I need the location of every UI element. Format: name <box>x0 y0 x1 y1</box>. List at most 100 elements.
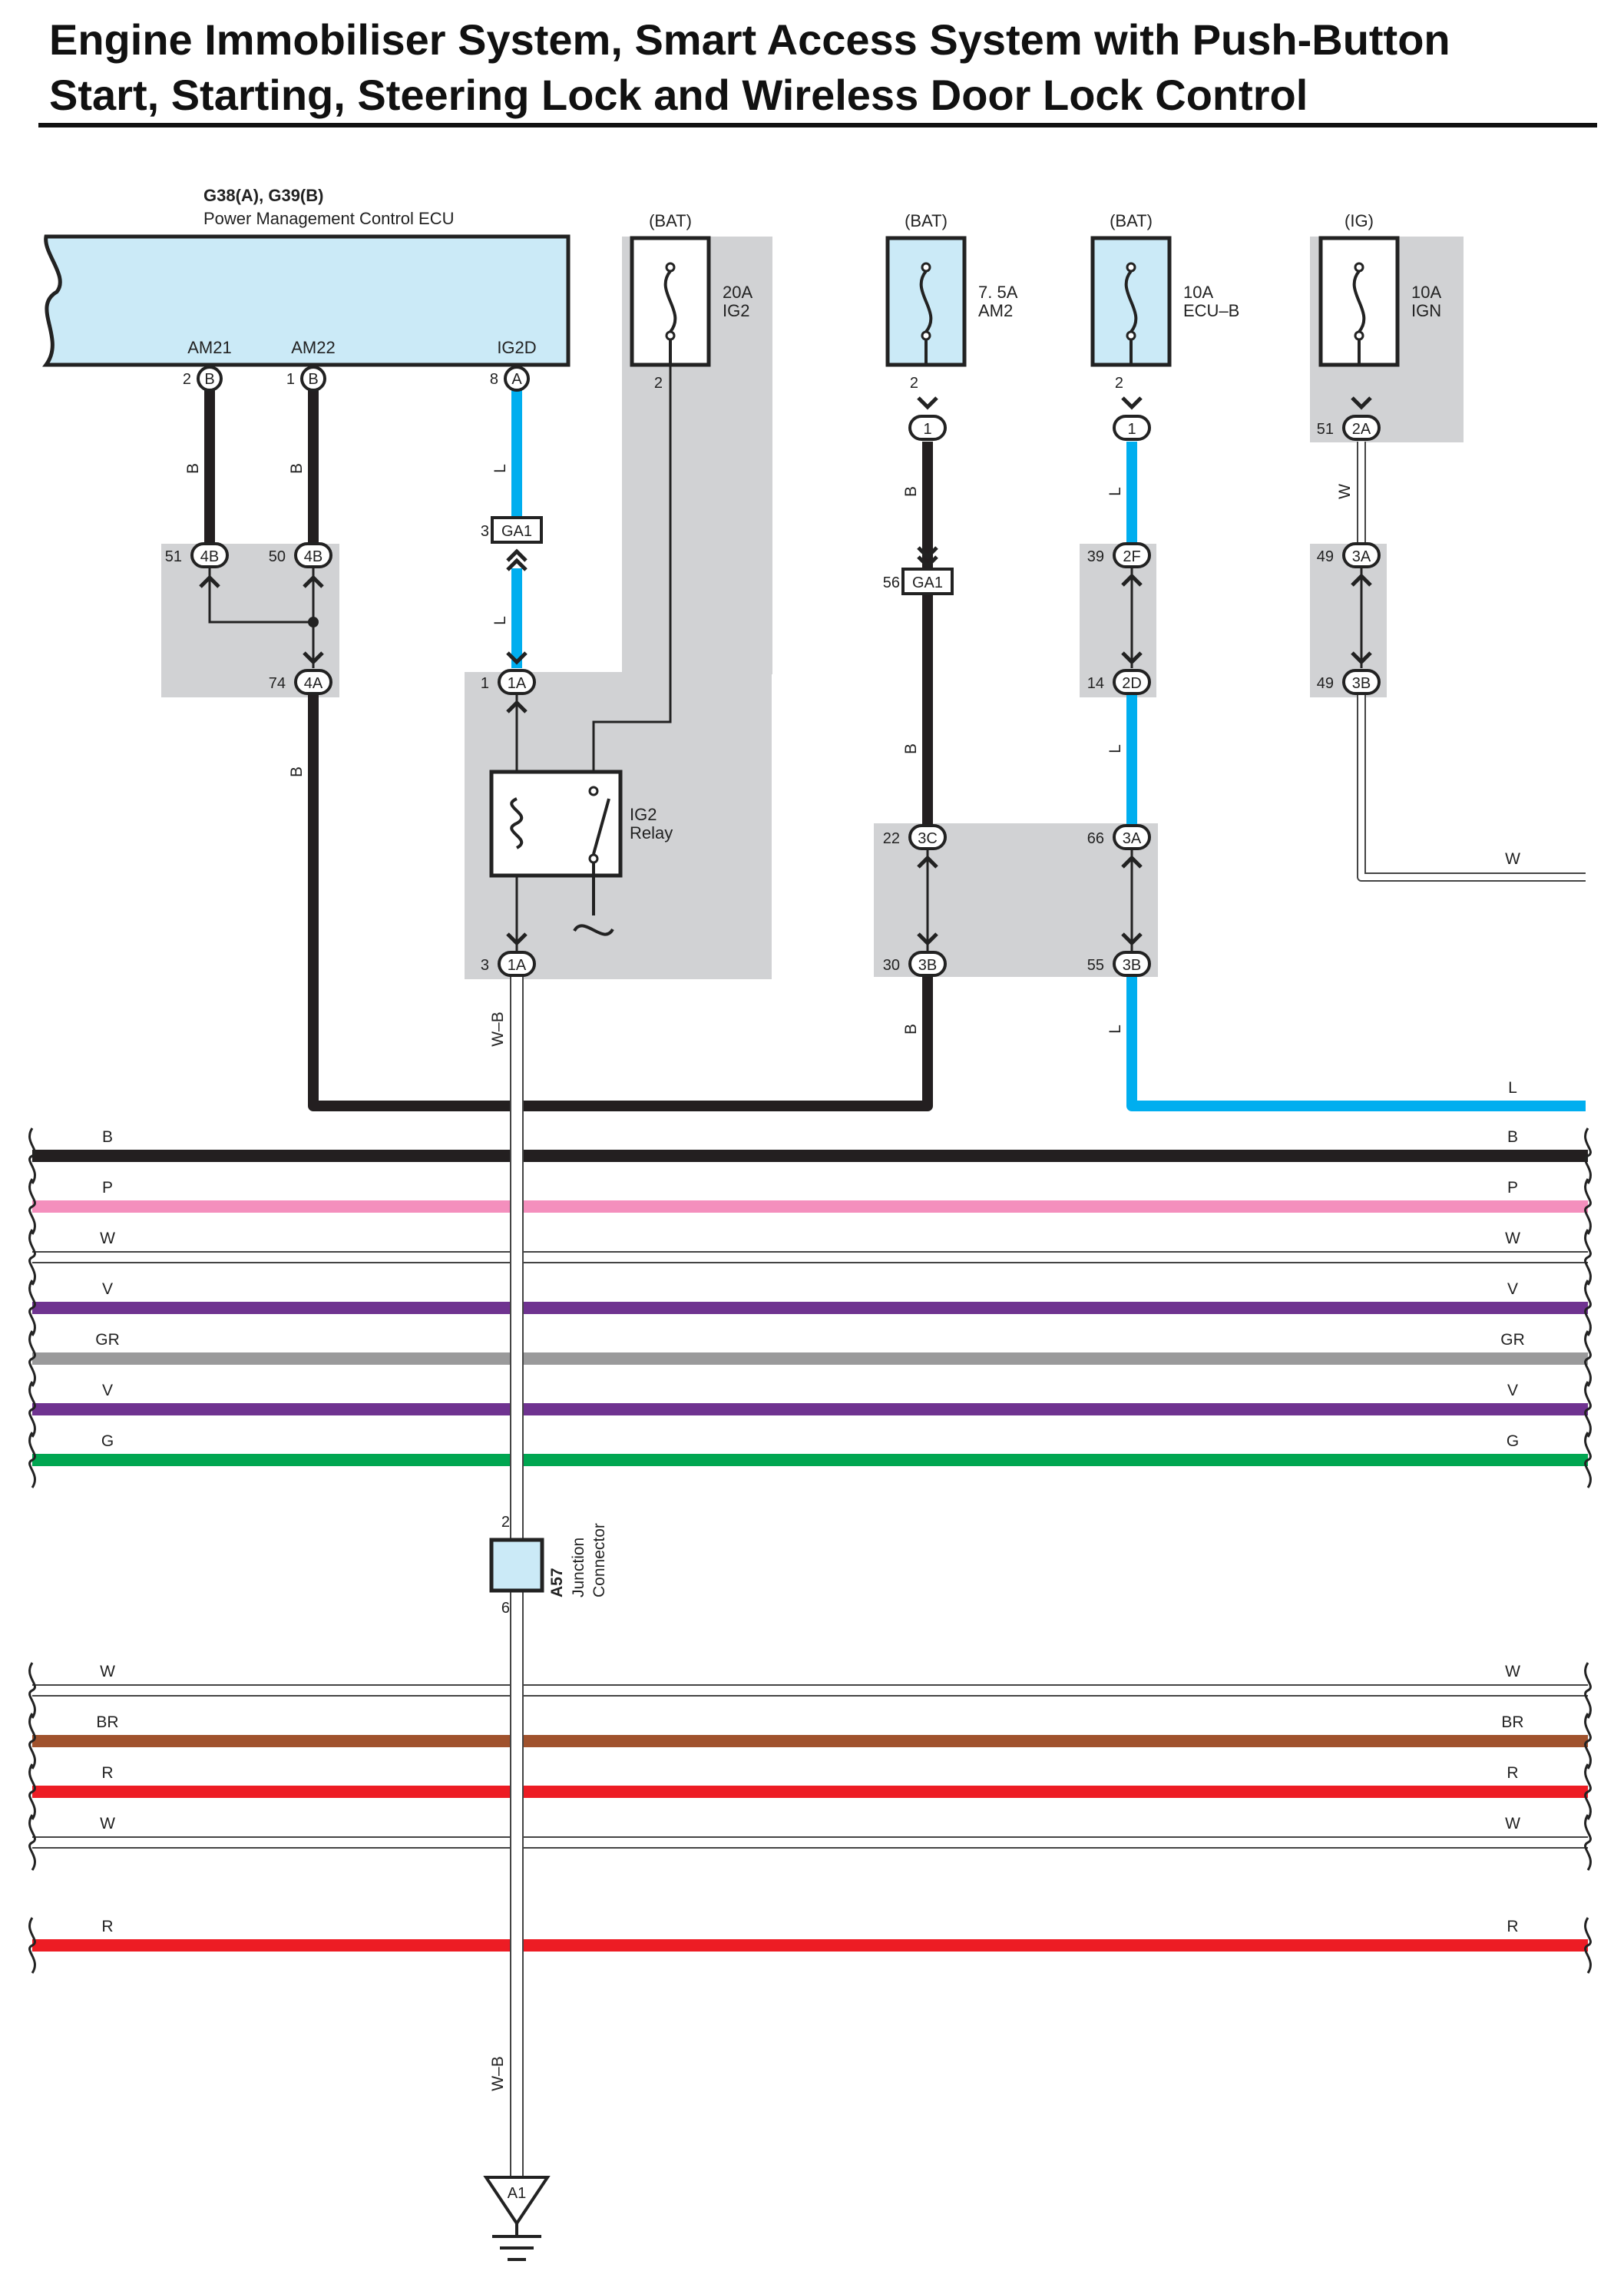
conn-51-2a-code: 2A <box>1352 421 1371 438</box>
harness-bottom-4-break-right <box>1584 1917 1592 1974</box>
wire-label-ga1-l: L <box>491 616 509 625</box>
harness-top-3-break-right <box>1584 1280 1592 1336</box>
harness-bottom-1-label-left: BR <box>96 1713 118 1731</box>
harness-bottom-0-break-left <box>28 1662 36 1719</box>
fuse-ign-term-top <box>1354 262 1364 273</box>
connector-chevron-6 <box>506 548 528 562</box>
fuse-ign-amp: 10A <box>1411 283 1441 302</box>
ecu-pin-AM22-code: B <box>308 371 318 388</box>
wire-w-exit <box>1357 695 1586 882</box>
power-management-ecu-box <box>42 234 571 367</box>
ecu-pin-name-AM21: AM21 <box>187 338 231 357</box>
conn-39-2f <box>1113 542 1151 568</box>
connector-chevron-8 <box>917 396 938 410</box>
title-line-2: Start, Starting, Steering Lock and Wirel… <box>49 71 1308 119</box>
connector-chevron-3 <box>506 651 528 665</box>
harness-top-1-label-right: P <box>1507 1179 1518 1197</box>
connector-chevron-1 <box>303 574 324 588</box>
splice-dot-4b <box>308 617 319 627</box>
fuse-ign-source: (IG) <box>1345 211 1374 230</box>
ground-a1-terminal <box>483 2176 551 2226</box>
conn-66-3a-num: 66 <box>1087 830 1104 847</box>
conn-am2-1 <box>908 415 947 441</box>
harness-bottom-4-label-left: R <box>101 1918 113 1935</box>
connector-chevron-4 <box>506 700 528 713</box>
connector-chevron-18 <box>1351 396 1372 410</box>
harness-top-6-break-left <box>28 1432 36 1488</box>
harness-top-2-break-right <box>1584 1229 1592 1286</box>
connector-chevron-19 <box>1351 573 1372 587</box>
connector-chevron-12 <box>917 932 938 946</box>
ecu-code: G38(A), G39(B) <box>203 186 323 205</box>
ig2-relay-label: IG2 <box>630 805 657 824</box>
conn-56-ga1 <box>901 568 954 595</box>
junction-label-1: Junction <box>570 1538 587 1597</box>
conn-30-3b-code: 3B <box>918 957 937 974</box>
fuse-ig2-element <box>663 270 677 333</box>
title-line-1: Engine Immobiliser System, Smart Access … <box>49 15 1450 64</box>
conn-50-4b <box>294 542 332 568</box>
harness-top-4-break-left <box>28 1330 36 1387</box>
harness-top-1-break-right <box>1584 1178 1592 1235</box>
harness-top-5-label-right: V <box>1507 1382 1518 1399</box>
ecu-pin-num-AM21: 2 <box>183 371 191 388</box>
harness-top-6-label-right: G <box>1507 1432 1519 1450</box>
harness-bottom-3-break-left <box>28 1814 36 1871</box>
wire-label-ign-w: W <box>1336 484 1354 499</box>
conn-14-2d-code: 2D <box>1122 675 1142 692</box>
fuse-am2-label: AM2 <box>978 301 1013 320</box>
harness-top-2-label-left: W <box>100 1230 115 1247</box>
harness-bottom-4-break-left <box>28 1917 36 1974</box>
junction-connector-a57 <box>489 1538 544 1593</box>
harness-bottom-2-break-right <box>1584 1763 1592 1820</box>
conn-22-3c-num: 22 <box>883 830 900 847</box>
conn-51-4b <box>190 542 229 568</box>
harness-top-1-label-left: P <box>102 1179 113 1197</box>
fuse-am2-amp: 7. 5A <box>978 283 1018 302</box>
conn-50-4b-num: 50 <box>269 548 286 565</box>
wire-label-l14: L <box>1106 744 1124 753</box>
link-4b-51 <box>208 568 313 624</box>
harness-bottom-2-label-right: R <box>1507 1764 1518 1782</box>
conn-51-2a-num: 51 <box>1317 421 1334 438</box>
connector-chevron-15 <box>1121 651 1143 665</box>
fuse-ign-term-bottom <box>1354 330 1364 341</box>
wire-w-exit-core <box>1358 695 1586 880</box>
conn-51-4b-code: 4B <box>200 548 219 565</box>
wire-label-ecub-l: L <box>1106 487 1124 496</box>
ecu-pin-AM22 <box>300 366 326 392</box>
conn-55-3b-code: 3B <box>1123 957 1141 974</box>
conn-22-3c-code: 3C <box>918 830 938 847</box>
ig2-relay-ground-symbol <box>573 862 614 936</box>
wire-label-am2-b: B <box>902 486 920 497</box>
fuse-ig2-term-top <box>665 262 676 273</box>
ecu-pin-AM21 <box>197 366 223 392</box>
wire-l-exit <box>1126 975 1586 1111</box>
ig2-relay-contact-top <box>588 786 599 796</box>
conn-3-1a-code: 1A <box>508 957 527 974</box>
harness-bottom-4-label-right: R <box>1507 1918 1518 1935</box>
harness-top-4-break-right <box>1584 1330 1592 1387</box>
junction-label-2: Connector <box>590 1523 608 1597</box>
connector-chevron-0 <box>199 574 220 588</box>
wire-label-b74: B <box>288 766 306 777</box>
connector-chevron-11 <box>917 855 938 869</box>
conn-55-3b <box>1113 951 1151 977</box>
conn-22-3c <box>908 824 947 850</box>
conn-30-3b-num: 30 <box>883 957 900 974</box>
conn-50-4b-code: 4B <box>304 548 322 565</box>
fuse-ig2-label: IG2 <box>723 301 749 320</box>
conn-74-4a-num: 74 <box>269 675 286 692</box>
conn-49-3b-num: 49 <box>1317 675 1334 692</box>
fuse-am2-pin: 2 <box>910 375 918 392</box>
conn-74-4a <box>294 669 332 695</box>
conn-30-3b <box>908 951 947 977</box>
harness-bottom-0-label-right: W <box>1505 1663 1520 1680</box>
conn-ecub-1-code: 1 <box>1127 421 1136 438</box>
harness-top-0-break-right <box>1584 1127 1592 1184</box>
ecu-pin-AM21-code: B <box>204 371 214 388</box>
connector-chevron-7 <box>506 558 528 571</box>
conn-3-1a <box>498 951 536 977</box>
conn-3-1a-num: 3 <box>481 957 489 974</box>
fuse-ig2-term-bottom <box>665 330 676 341</box>
